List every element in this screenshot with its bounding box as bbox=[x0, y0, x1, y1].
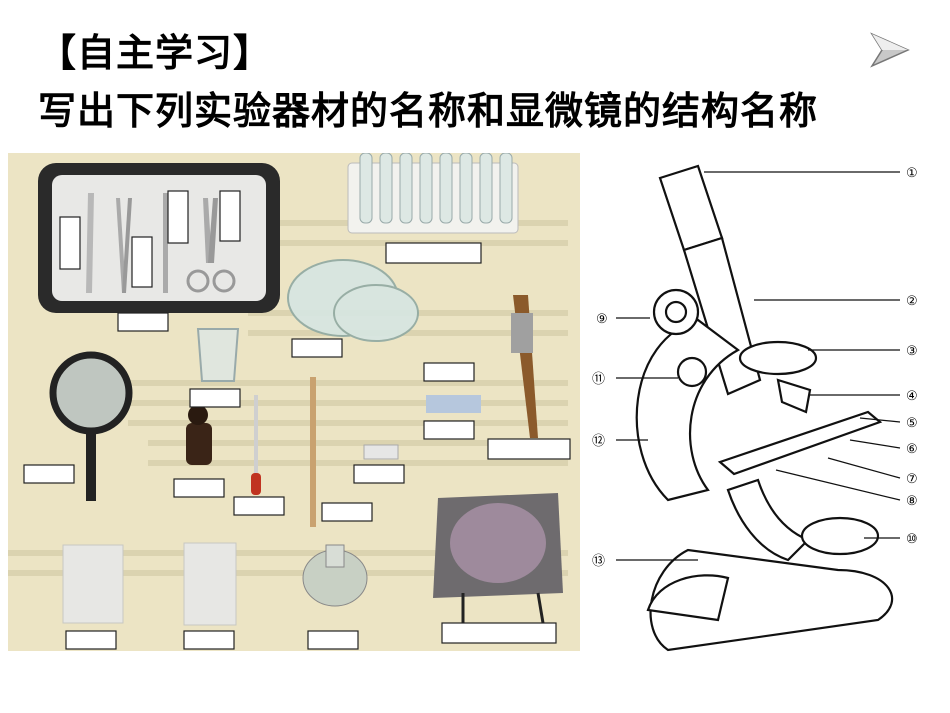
label-12: ⑫ bbox=[592, 434, 605, 449]
reagent-bottle bbox=[302, 544, 368, 607]
answer-blank bbox=[385, 242, 482, 264]
label-11: ⑪ bbox=[592, 372, 605, 387]
answer-blank bbox=[291, 338, 343, 358]
section-title: 【自主学习】 bbox=[38, 31, 273, 75]
magnifying-glass bbox=[49, 351, 133, 501]
label-4: ④ bbox=[906, 389, 918, 404]
answer-blank bbox=[183, 630, 235, 650]
answer-blanks bbox=[23, 190, 571, 650]
answer-blank bbox=[441, 622, 557, 644]
answer-blank bbox=[117, 312, 169, 332]
arm bbox=[635, 318, 741, 502]
answer-blank bbox=[131, 236, 153, 288]
label-10: ⑩ bbox=[906, 532, 918, 547]
mirror bbox=[800, 516, 880, 556]
lab-equipment-photo bbox=[8, 153, 580, 651]
label-9: ⑨ bbox=[596, 312, 608, 327]
label-7: ⑦ bbox=[906, 472, 918, 487]
answer-blank bbox=[353, 464, 405, 484]
label-5: ⑤ bbox=[906, 416, 918, 431]
answer-blank bbox=[487, 438, 571, 460]
stage bbox=[717, 410, 883, 476]
answer-blank bbox=[219, 190, 241, 242]
test-tube-holder bbox=[511, 295, 538, 438]
eyepiece bbox=[658, 164, 724, 252]
pillar bbox=[726, 478, 810, 562]
answer-blank bbox=[423, 420, 475, 440]
label-13: ⑬ bbox=[592, 554, 605, 569]
answer-blank bbox=[173, 478, 225, 498]
answer-blank bbox=[233, 496, 285, 516]
label-2: ② bbox=[906, 294, 918, 309]
asbestos-gauze-stand bbox=[433, 493, 563, 624]
answer-blank bbox=[59, 216, 81, 270]
cover-slip bbox=[363, 444, 399, 460]
answer-blank bbox=[423, 362, 475, 382]
answer-blank bbox=[167, 190, 189, 244]
question-text: 写出下列实验器材的名称和显微镜的结构名称 bbox=[38, 89, 819, 133]
test-tube-rack bbox=[347, 153, 519, 234]
label-3: ③ bbox=[906, 344, 918, 359]
answer-blank bbox=[23, 464, 75, 484]
answer-blank bbox=[65, 630, 117, 650]
fine-adjust bbox=[676, 356, 708, 388]
label-6: ⑥ bbox=[906, 442, 918, 457]
microscope-diagram: ① ② ③ ④ ⑤ ⑥ ⑦ ⑧ ⑨ ⑩ ⑪ ⑫ ⑬ bbox=[592, 164, 918, 652]
dropper bbox=[251, 395, 261, 495]
nosepiece bbox=[738, 340, 818, 376]
gauze-pads bbox=[62, 542, 237, 626]
label-1: ① bbox=[906, 166, 918, 181]
small-beaker bbox=[196, 328, 240, 382]
objective bbox=[776, 378, 812, 414]
answer-blank bbox=[307, 630, 359, 650]
dissecting-needle bbox=[310, 377, 316, 527]
answer-blank bbox=[321, 502, 373, 522]
label-8: ⑧ bbox=[906, 494, 918, 509]
petri-dishes bbox=[287, 259, 419, 342]
arrow-right-icon[interactable] bbox=[868, 30, 912, 70]
dropper-bottle bbox=[186, 405, 212, 465]
answer-blank bbox=[189, 388, 241, 408]
glass-slide bbox=[426, 395, 481, 413]
